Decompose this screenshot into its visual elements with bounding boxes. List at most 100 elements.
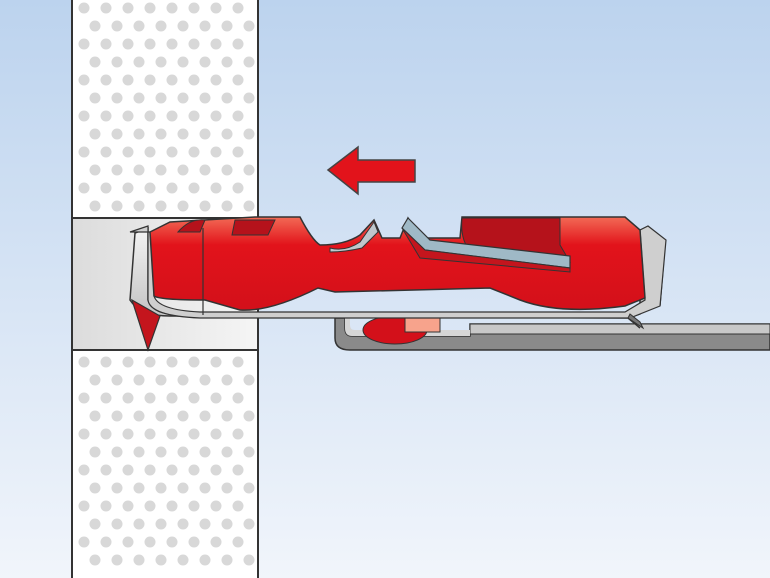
wall-dot: [166, 2, 178, 14]
wall-dot: [188, 428, 200, 440]
wall-dot: [166, 464, 178, 476]
wall-dot: [89, 92, 101, 104]
wall-dot: [155, 92, 167, 104]
wall-dot: [144, 500, 156, 512]
wall-dot: [100, 500, 112, 512]
wall-dot: [177, 554, 189, 566]
wall-dot: [232, 536, 244, 548]
wall-dot: [144, 146, 156, 158]
wall-texture-dots: [78, 2, 255, 566]
wall-dot: [188, 500, 200, 512]
wall-dot: [210, 428, 222, 440]
wall-dot: [122, 110, 134, 122]
wall-dot: [89, 518, 101, 530]
wall-dot: [232, 428, 244, 440]
wall-dot: [100, 38, 112, 50]
wall-dot: [210, 74, 222, 86]
wall-dot: [111, 200, 123, 212]
wall-dot: [188, 146, 200, 158]
wall-dot: [78, 464, 90, 476]
wall-dot: [166, 428, 178, 440]
wall-dot: [111, 446, 123, 458]
wall-dot: [89, 200, 101, 212]
wall-dot: [78, 392, 90, 404]
wall-dot: [210, 2, 222, 14]
wall-dot: [221, 554, 233, 566]
wall-dot: [177, 446, 189, 458]
wall: [71, 0, 259, 578]
wall-dot: [155, 374, 167, 386]
wall-dot: [188, 74, 200, 86]
wall-dot: [199, 554, 211, 566]
wall-dot: [133, 56, 145, 68]
wall-dot: [111, 92, 123, 104]
wall-dot: [133, 164, 145, 176]
wall-dot: [188, 110, 200, 122]
wall-dot: [133, 518, 145, 530]
wall-dot: [166, 38, 178, 50]
wall-dot: [78, 356, 90, 368]
wall-dot: [89, 164, 101, 176]
wall-dot: [122, 2, 134, 14]
wall-dot: [111, 128, 123, 140]
wall-dot: [133, 128, 145, 140]
wall-dot: [232, 110, 244, 122]
wall-dot: [199, 482, 211, 494]
wall-dot: [188, 464, 200, 476]
wall-dot: [166, 356, 178, 368]
wall-dot: [210, 392, 222, 404]
wall-dot: [89, 374, 101, 386]
wall-dot: [232, 2, 244, 14]
wall-dot: [111, 482, 123, 494]
wall-dot: [243, 554, 255, 566]
wall-dot: [232, 356, 244, 368]
wall-dot: [221, 518, 233, 530]
wall-dot: [155, 482, 167, 494]
wall-dot: [133, 92, 145, 104]
wall-dot: [199, 92, 211, 104]
wall-dot: [155, 410, 167, 422]
wall-dot: [89, 128, 101, 140]
wall-dot: [133, 410, 145, 422]
wall-dot: [89, 482, 101, 494]
wall-dot: [111, 554, 123, 566]
wall-dot: [243, 200, 255, 212]
wall-dot: [177, 410, 189, 422]
wall-dot: [232, 392, 244, 404]
wall-dot: [78, 2, 90, 14]
wall-dot: [122, 146, 134, 158]
wall-dot: [155, 518, 167, 530]
wall-dot: [78, 428, 90, 440]
wall-dot: [89, 410, 101, 422]
wall-dot: [144, 2, 156, 14]
wall-dot: [243, 446, 255, 458]
wall-anchor: [129, 216, 667, 352]
wall-dot: [144, 38, 156, 50]
wall-dot: [188, 38, 200, 50]
wall-dot: [221, 446, 233, 458]
wall-dot: [177, 518, 189, 530]
wall-dot: [232, 182, 244, 194]
wall-dot: [199, 20, 211, 32]
wall-dot: [78, 74, 90, 86]
wall-dot: [177, 482, 189, 494]
wall-dot: [78, 536, 90, 548]
wall-dot: [188, 182, 200, 194]
wall-dot: [122, 74, 134, 86]
wall-dot: [144, 392, 156, 404]
wall-dot: [100, 146, 112, 158]
wall-dot: [188, 2, 200, 14]
wall-dot: [111, 164, 123, 176]
wall-dot: [243, 20, 255, 32]
wall-dot: [133, 482, 145, 494]
wall-dot: [111, 410, 123, 422]
wall-dot: [122, 464, 134, 476]
wall-dot: [100, 74, 112, 86]
wall-dot: [177, 20, 189, 32]
wall-dot: [199, 128, 211, 140]
wall-dot: [221, 128, 233, 140]
wall-dot: [221, 374, 233, 386]
wall-dot: [155, 128, 167, 140]
wall-dot: [188, 356, 200, 368]
wall-dot: [232, 500, 244, 512]
